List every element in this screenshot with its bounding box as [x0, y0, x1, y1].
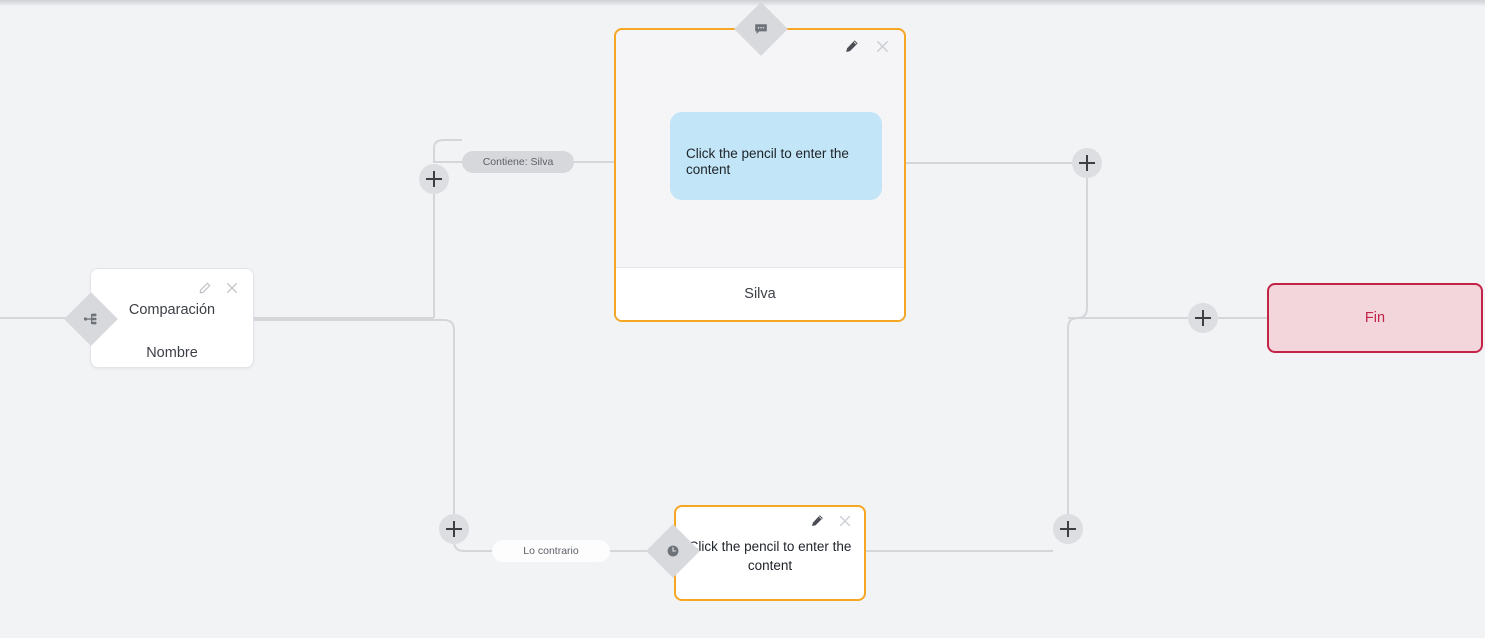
edge-label-true-branch[interactable]: Contiene: Silva: [462, 151, 574, 173]
message-top-footer: Silva: [616, 267, 904, 320]
message-bottom-text: Click the pencil to enter the content: [688, 539, 852, 573]
wire-topleft-to-pill-a: [433, 139, 462, 149]
close-icon[interactable]: [875, 39, 890, 54]
wire-bottomright-merge: [1067, 317, 1087, 514]
message-bubble-text: Click the pencil to enter the content: [686, 146, 849, 177]
edge-label-false-branch[interactable]: Lo contrario: [492, 540, 610, 562]
message-bottom-tools: [810, 514, 852, 528]
wire-topleft-pill-join: [433, 148, 462, 163]
pencil-icon[interactable]: [810, 514, 824, 528]
pencil-icon[interactable]: [844, 39, 859, 54]
add-node-bottom-right[interactable]: [1053, 514, 1083, 544]
comparison-title: Comparación: [128, 302, 216, 318]
add-node-before-end[interactable]: [1188, 303, 1218, 333]
comparison-node-tools: [198, 281, 239, 295]
comparison-subtitle: Nombre: [146, 345, 198, 361]
close-icon[interactable]: [838, 514, 852, 528]
branch-split-glyph: [83, 311, 99, 327]
node-message-top[interactable]: Click the pencil to enter the content Si…: [614, 28, 906, 322]
clock-icon: [646, 524, 700, 578]
node-end[interactable]: Fin: [1267, 283, 1483, 353]
pencil-icon[interactable]: [198, 282, 211, 295]
comparison-node-body: Comparación Nombre: [91, 299, 253, 364]
message-top-footer-label: Silva: [744, 286, 776, 302]
message-top-tools: [844, 39, 890, 54]
clock-glyph: [665, 543, 681, 559]
speech-bubble-glyph: [753, 21, 769, 37]
add-node-top-right[interactable]: [1072, 148, 1102, 178]
node-end-label: Fin: [1364, 310, 1386, 326]
add-node-bottom-left[interactable]: [439, 514, 469, 544]
node-comparison[interactable]: Comparación Nombre: [64, 268, 254, 368]
message-bubble: Click the pencil to enter the content: [670, 112, 882, 200]
branch-split-icon: [64, 292, 118, 346]
node-message-bottom[interactable]: Click the pencil to enter the content: [674, 505, 866, 601]
add-node-top-left[interactable]: [419, 164, 449, 194]
wire-topright-merge: [1068, 178, 1088, 319]
wire-down-branch: [254, 319, 455, 514]
top-chrome-strip: [0, 0, 1485, 6]
close-icon[interactable]: [225, 281, 239, 295]
speech-bubble-icon: [734, 2, 788, 56]
